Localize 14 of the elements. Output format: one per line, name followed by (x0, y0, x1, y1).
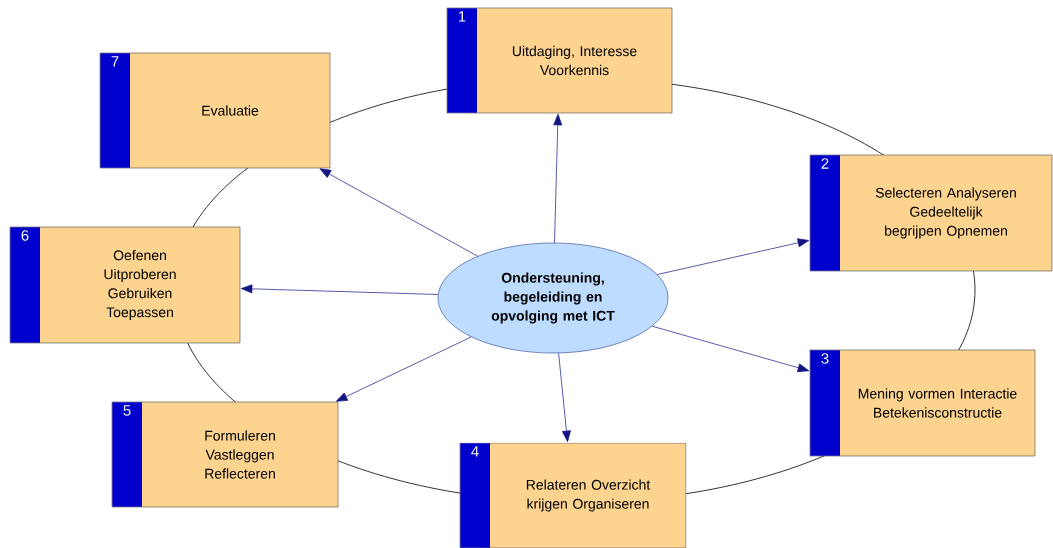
arrow (319, 168, 478, 257)
step-box: 3 Mening vormen Interactie Betekenisconstructie (809, 349, 1036, 457)
step-box: 6 Oefenen Uitproberen Gebruiken Toepassen (9, 226, 241, 344)
step-box: 2 Selecteren Analyseren Gedeeltelijk begrijpen Opnemen (809, 154, 1053, 272)
step-box: 1 Uitdaging, Interesse Voorkennis (446, 7, 673, 114)
step-box: 7 Evaluatie (99, 52, 331, 169)
arrow (651, 325, 810, 373)
arrow (553, 113, 563, 244)
arrow (240, 284, 439, 295)
arrow (657, 238, 810, 275)
arrow (336, 336, 472, 402)
arrow (558, 352, 571, 443)
step-box: 5 Formuleren Vastleggen Reflecteren (111, 401, 339, 508)
step-box: 4 Relateren Overzicht krijgen Organiseren (459, 442, 687, 548)
